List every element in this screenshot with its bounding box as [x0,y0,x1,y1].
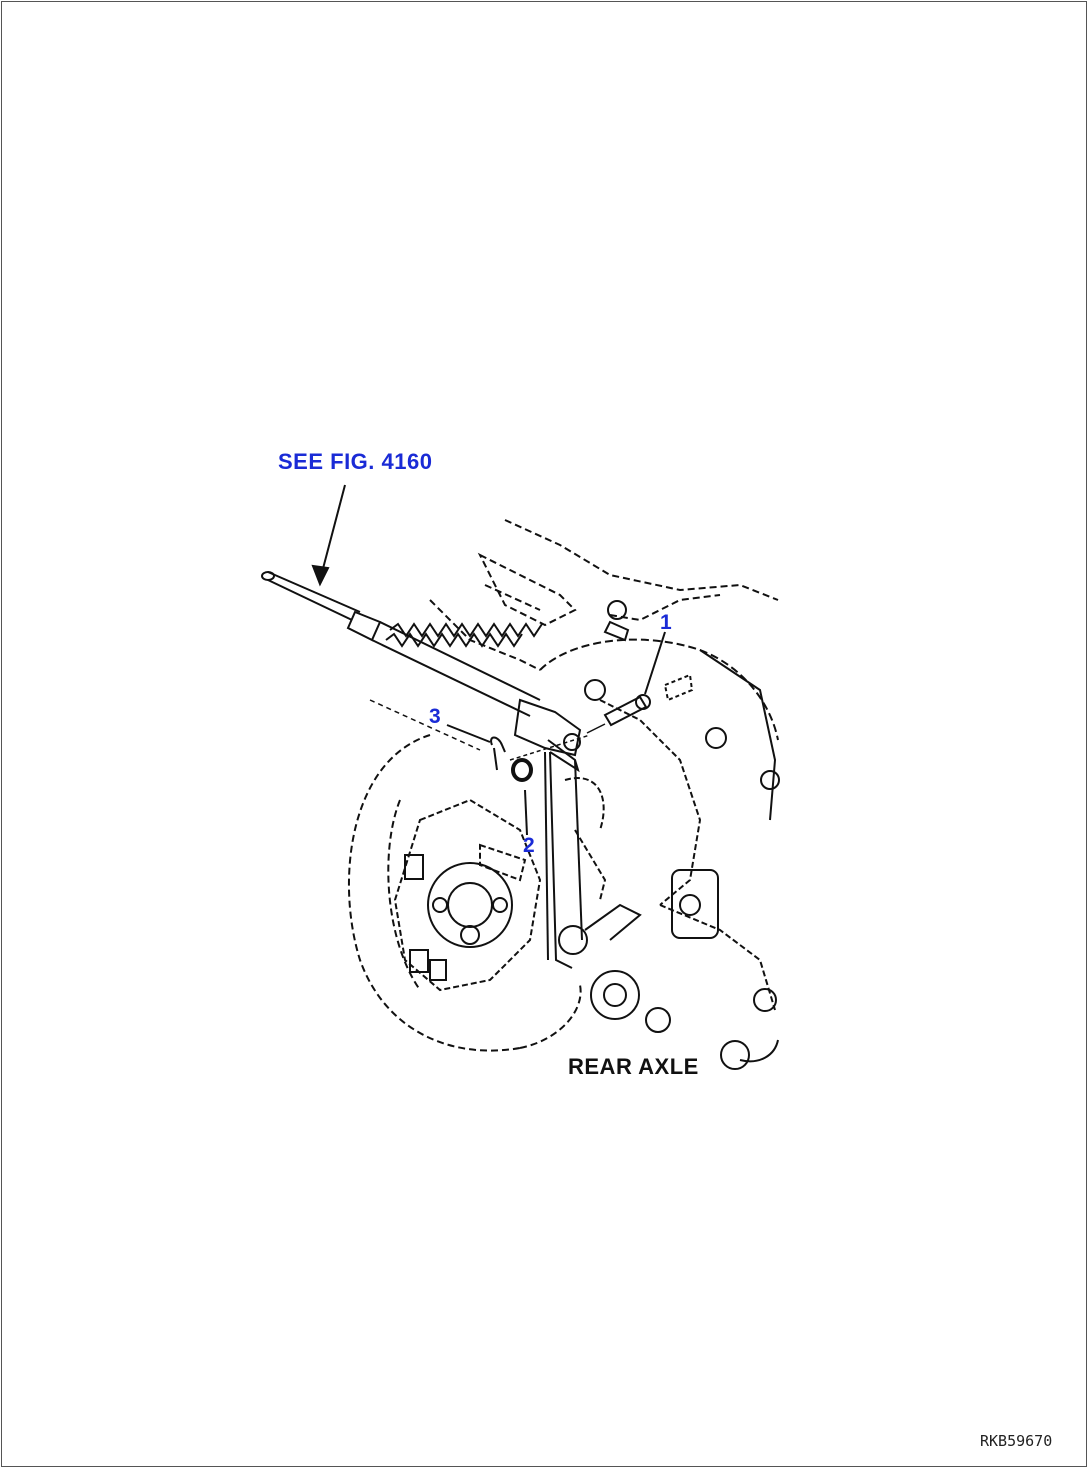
drawing-code: RKB59670 [980,1432,1053,1450]
brake-lever [544,751,642,969]
part-3-cotter-pin [490,736,506,771]
callout-3: 3 [429,705,441,728]
part-1-pin [603,673,694,727]
brake-drum [347,734,582,1052]
link-rods [479,777,607,901]
leader-2 [524,789,528,836]
leader-ref [319,484,346,581]
brake-cable [261,571,543,717]
leader-ref-arrowhead [311,564,330,587]
rear-axle-label: REAR AXLE [568,1054,699,1079]
callout-2: 2 [523,834,535,857]
assembly-guide-lines [369,699,606,761]
axle-housing [539,638,780,1070]
grease-fitting [607,600,627,620]
clevis [513,698,582,773]
part-2-washer [511,758,533,782]
see-figure-reference-link[interactable]: SEE FIG. 4160 [278,449,433,474]
leader-3 [446,724,491,743]
leader-1 [644,631,666,695]
leader-lines [311,484,666,836]
frame-plate [429,519,779,671]
hub-assembly [393,798,542,992]
callout-1: 1 [660,611,672,634]
fitting-base [603,620,630,642]
